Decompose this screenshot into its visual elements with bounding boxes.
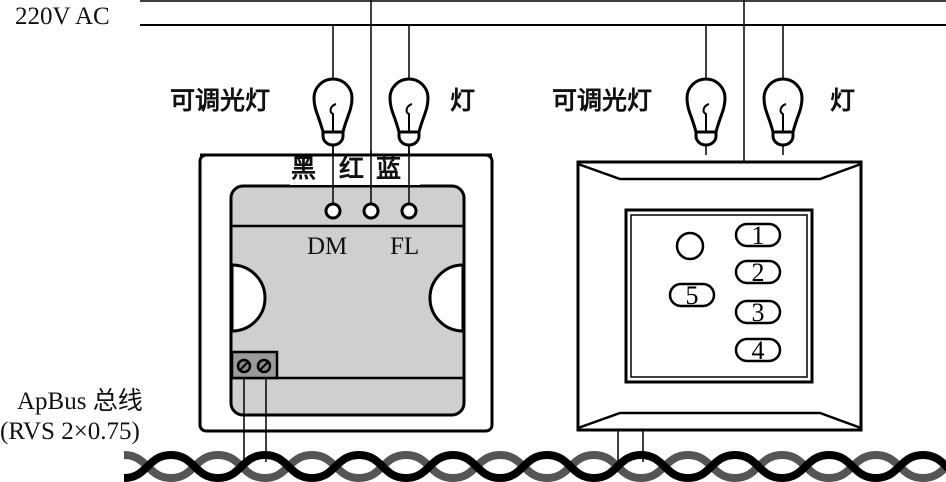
panel-button-label: 5 xyxy=(686,281,699,310)
terminal-label-fl: FL xyxy=(390,233,420,260)
wire-color-blue: 蓝 xyxy=(376,154,402,183)
left-lamp-bulb-icon xyxy=(388,77,430,155)
panel-button-4[interactable]: 4 xyxy=(734,336,782,365)
power-label: 220V AC xyxy=(15,3,110,30)
left-lamp-label: 灯 xyxy=(450,86,476,115)
bus-name-label: ApBus 总线 xyxy=(17,388,143,415)
right-dimmable-bulb-icon xyxy=(685,77,727,155)
terminal-red[interactable] xyxy=(362,202,380,220)
right-lamp-bulb-icon xyxy=(762,77,804,155)
panel-button-2[interactable]: 2 xyxy=(734,258,782,287)
terminal-label-dm: DM xyxy=(307,233,348,260)
left-dimmable-lamp-label: 可调光灯 xyxy=(170,86,271,115)
bus-spec-label: (RVS 2×0.75) xyxy=(0,418,140,445)
panel-button-label: 4 xyxy=(752,336,765,365)
wire-color-red: 红 xyxy=(339,154,365,183)
cable-strand-grey xyxy=(123,451,946,482)
wire-color-black: 黑 xyxy=(291,154,317,183)
panel-button-label: 3 xyxy=(752,298,765,327)
panel-button-5[interactable]: 5 xyxy=(668,281,716,310)
right-panel-face xyxy=(624,208,814,384)
panel-button-1[interactable]: 1 xyxy=(734,221,782,250)
right-panel-bevel-top xyxy=(577,162,862,181)
right-dimmable-lamp-label: 可调光灯 xyxy=(552,86,653,115)
right-lamp-label: 灯 xyxy=(830,86,856,115)
apbus-cable xyxy=(123,450,946,482)
panel-button-3[interactable]: 3 xyxy=(734,298,782,327)
left-dimmable-bulb-icon xyxy=(312,77,354,155)
terminal-blue[interactable] xyxy=(400,202,418,220)
panel-button-label: 2 xyxy=(752,258,765,287)
screw-1 xyxy=(236,358,252,374)
left-module-notch-right xyxy=(428,263,465,333)
panel-indicator xyxy=(675,231,705,261)
terminal-black[interactable] xyxy=(324,202,342,220)
cable-strand-dark xyxy=(123,450,946,482)
panel-button-label: 1 xyxy=(752,221,765,250)
left-module-notch-left xyxy=(230,263,267,333)
right-panel-bevel-bottom xyxy=(577,411,862,430)
screw-2 xyxy=(256,358,272,374)
